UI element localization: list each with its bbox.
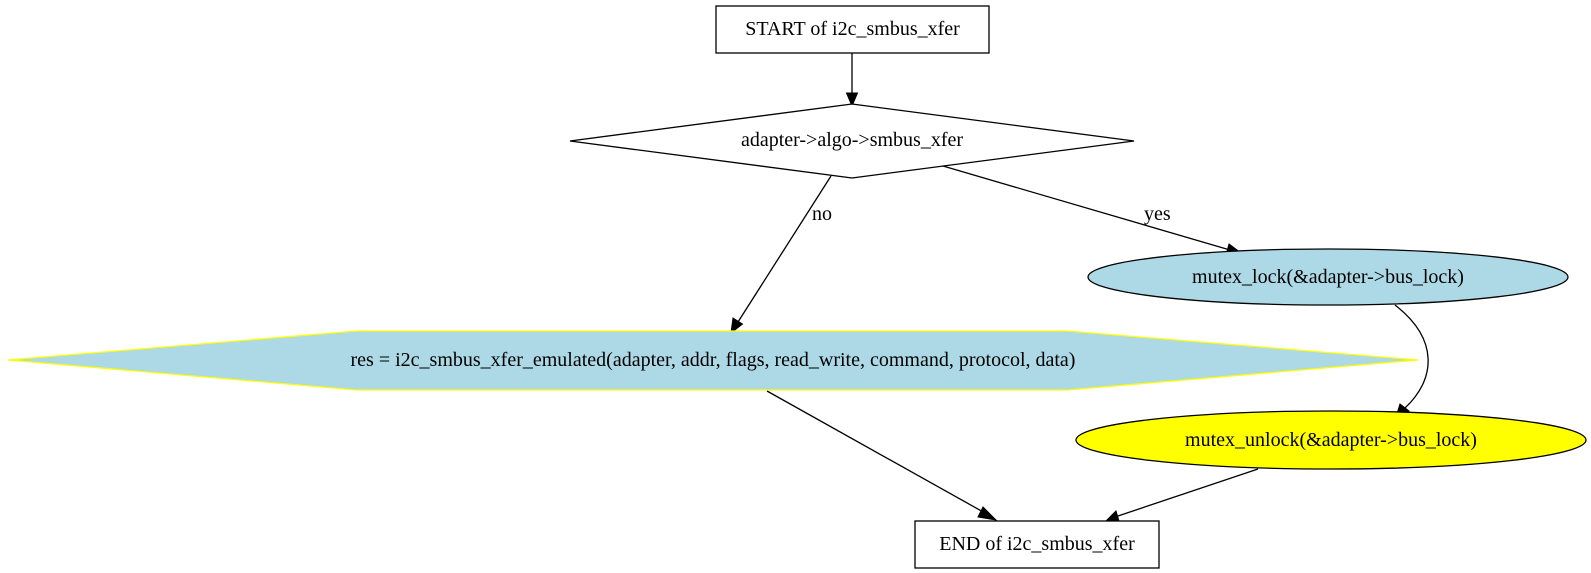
node-start-label: START of i2c_smbus_xfer xyxy=(745,18,960,40)
node-end: END of i2c_smbus_xfer xyxy=(914,520,1160,569)
node-start-shape xyxy=(715,5,990,54)
node-unlock-shape xyxy=(1075,410,1587,470)
edge-decision-no xyxy=(730,175,832,335)
node-lock-shape xyxy=(1087,248,1569,306)
node-lock-label: mutex_lock(&adapter->bus_lock) xyxy=(1192,266,1464,288)
edge-unlock-to-end xyxy=(1104,468,1259,522)
edge-emulated-to-end xyxy=(766,390,998,521)
node-decision-label: adapter->algo->smbus_xfer xyxy=(741,129,963,151)
edge-label-yes: yes xyxy=(1144,203,1171,225)
node-unlock-label: mutex_unlock(&adapter->bus_lock) xyxy=(1185,429,1477,451)
node-end-label: END of i2c_smbus_xfer xyxy=(939,533,1135,555)
node-decision-shape xyxy=(569,103,1135,179)
node-decision: adapter->algo->smbus_xfer xyxy=(569,103,1135,179)
node-unlock: mutex_unlock(&adapter->bus_lock) xyxy=(1075,410,1587,470)
edge-label-no: no xyxy=(812,203,832,225)
node-start: START of i2c_smbus_xfer xyxy=(715,5,990,54)
edge-start-to-decision xyxy=(845,53,859,108)
node-emulated-label: res = i2c_smbus_xfer_emulated(adapter, a… xyxy=(351,349,1076,371)
node-lock: mutex_lock(&adapter->bus_lock) xyxy=(1087,248,1569,306)
node-emulated-shape xyxy=(7,330,1419,391)
node-end-shape xyxy=(914,520,1160,569)
edge-decision-yes xyxy=(942,165,1243,256)
node-emulated: res = i2c_smbus_xfer_emulated(adapter, a… xyxy=(7,330,1419,391)
